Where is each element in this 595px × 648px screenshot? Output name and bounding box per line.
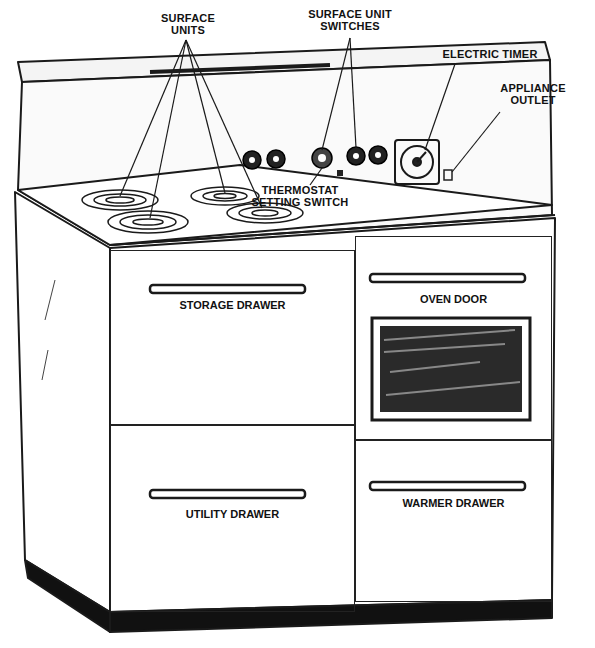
oven-window: [372, 318, 530, 420]
backsplash-face: [18, 60, 552, 245]
utility-drawer: UTILITY DRAWER: [110, 425, 355, 612]
part-label: THERMOSTAT SETTING SWITCH: [240, 184, 360, 208]
storage-drawer: STORAGE DRAWER: [110, 250, 355, 425]
leader-lines: [120, 38, 500, 218]
part-label: APPLIANCE OUTLET: [478, 82, 588, 106]
drawer-label: STORAGE DRAWER: [111, 299, 354, 311]
switch-knobs: [243, 146, 387, 169]
drawer-label: OVEN DOOR: [356, 293, 551, 305]
part-label: ELECTRIC TIMER: [440, 48, 540, 60]
base-side: [25, 560, 110, 632]
warmer-drawer: WARMER DRAWER: [355, 440, 552, 602]
base-strip: [110, 600, 552, 632]
drawer-label: WARMER DRAWER: [356, 497, 551, 509]
electric-timer: [395, 140, 439, 184]
drawer-label: UTILITY DRAWER: [111, 508, 354, 520]
appliance-outlet: [444, 170, 452, 180]
backsplash-light: [150, 65, 330, 72]
oven-door: OVEN DOOR: [355, 236, 552, 440]
front-face: [110, 218, 555, 612]
side-shading: [42, 280, 55, 380]
part-label: SURFACE UNITS: [148, 12, 228, 36]
side-panel: [15, 192, 110, 612]
part-label: SURFACE UNIT SWITCHES: [300, 8, 400, 32]
knob-highlights: [249, 152, 381, 163]
pilot-light: [337, 170, 343, 176]
